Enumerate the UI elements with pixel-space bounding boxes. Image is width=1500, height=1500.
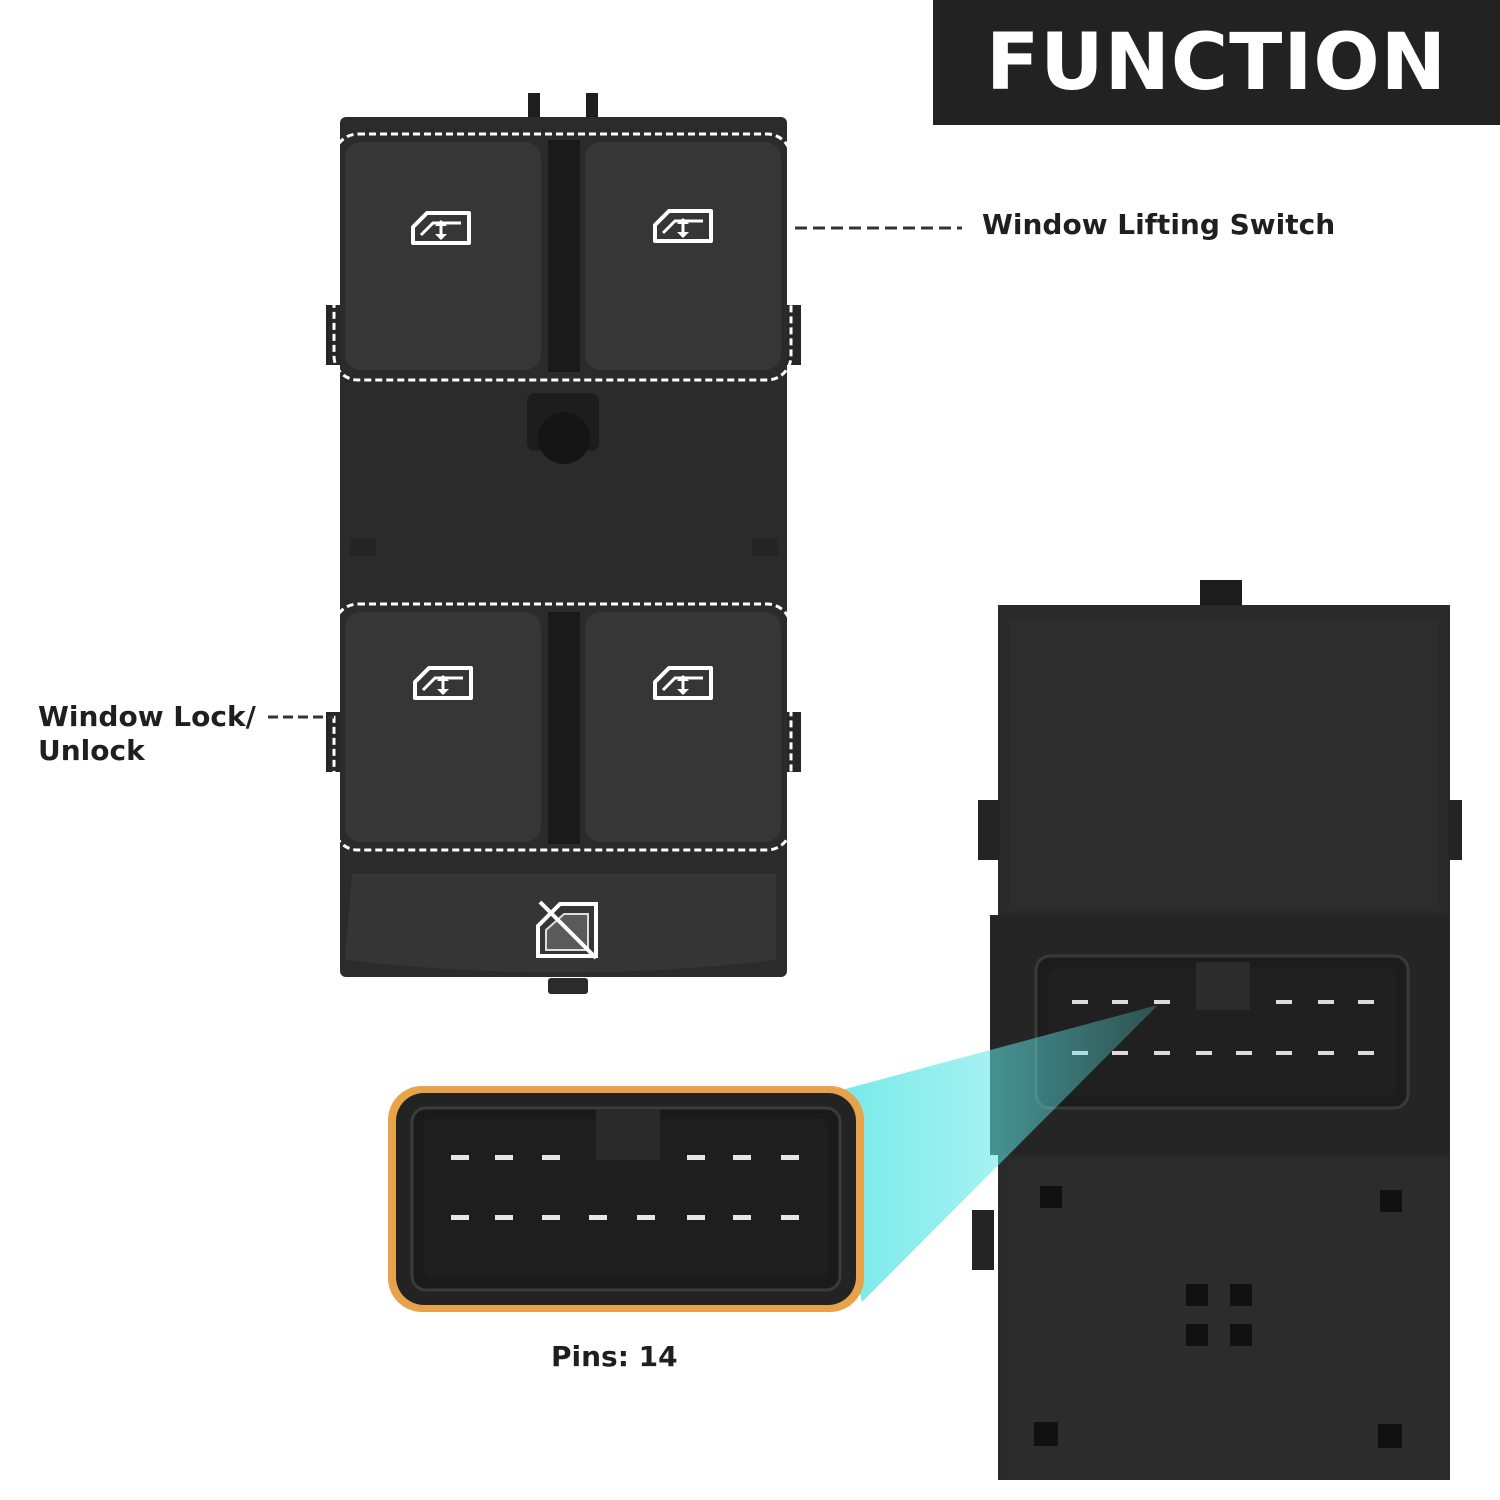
window-lock-label-line2: Unlock (38, 734, 145, 767)
mount-tab (350, 538, 376, 556)
side-clip (978, 800, 1000, 860)
button-divider (548, 140, 580, 372)
top-pin (586, 93, 598, 123)
zoom-connector-cavity (424, 1118, 828, 1278)
window-lock-unlock-label: Window Lock/ Unlock (38, 700, 268, 768)
function-banner: FUNCTION (933, 0, 1500, 125)
banner-title: FUNCTION (986, 17, 1447, 108)
connector-key (1196, 962, 1250, 1010)
center-knob (538, 412, 590, 464)
connector-cavity (1048, 968, 1396, 1096)
mount-tab (752, 538, 778, 556)
zoom-connector-key (596, 1110, 660, 1160)
bottom-tab (548, 978, 588, 994)
rear-left-window-button (345, 612, 541, 842)
side-clip (787, 712, 801, 772)
lock-unlock-highlight (332, 602, 793, 852)
switch-rear-view (972, 580, 1462, 1480)
rear-right-window-button (585, 612, 781, 842)
top-pin (528, 93, 540, 123)
lifting-switch-highlight (332, 132, 793, 382)
zoomed-connector (388, 1086, 864, 1312)
switch-front-view (326, 93, 801, 994)
pins-count-label: Pins: 14 (551, 1340, 678, 1373)
side-clip (972, 1210, 994, 1270)
zoom-connector-pins (451, 1155, 799, 1220)
window-lock-crossed-icon (536, 900, 598, 960)
side-clip (1448, 800, 1462, 860)
rear-upper-panel (1010, 620, 1438, 910)
side-clip (787, 305, 801, 365)
window-lock-label-line1: Window Lock/ (38, 700, 256, 733)
rear-mount-holes (1034, 1186, 1402, 1448)
rear-connector-pins (1072, 1000, 1374, 1055)
front-right-window-button (585, 142, 781, 370)
window-lifting-switch-label: Window Lifting Switch (982, 208, 1336, 241)
front-left-window-button (345, 142, 541, 370)
magnifier-beam (812, 1005, 1158, 1302)
rear-lower-panel (1010, 1160, 1450, 1480)
button-divider (548, 612, 580, 844)
